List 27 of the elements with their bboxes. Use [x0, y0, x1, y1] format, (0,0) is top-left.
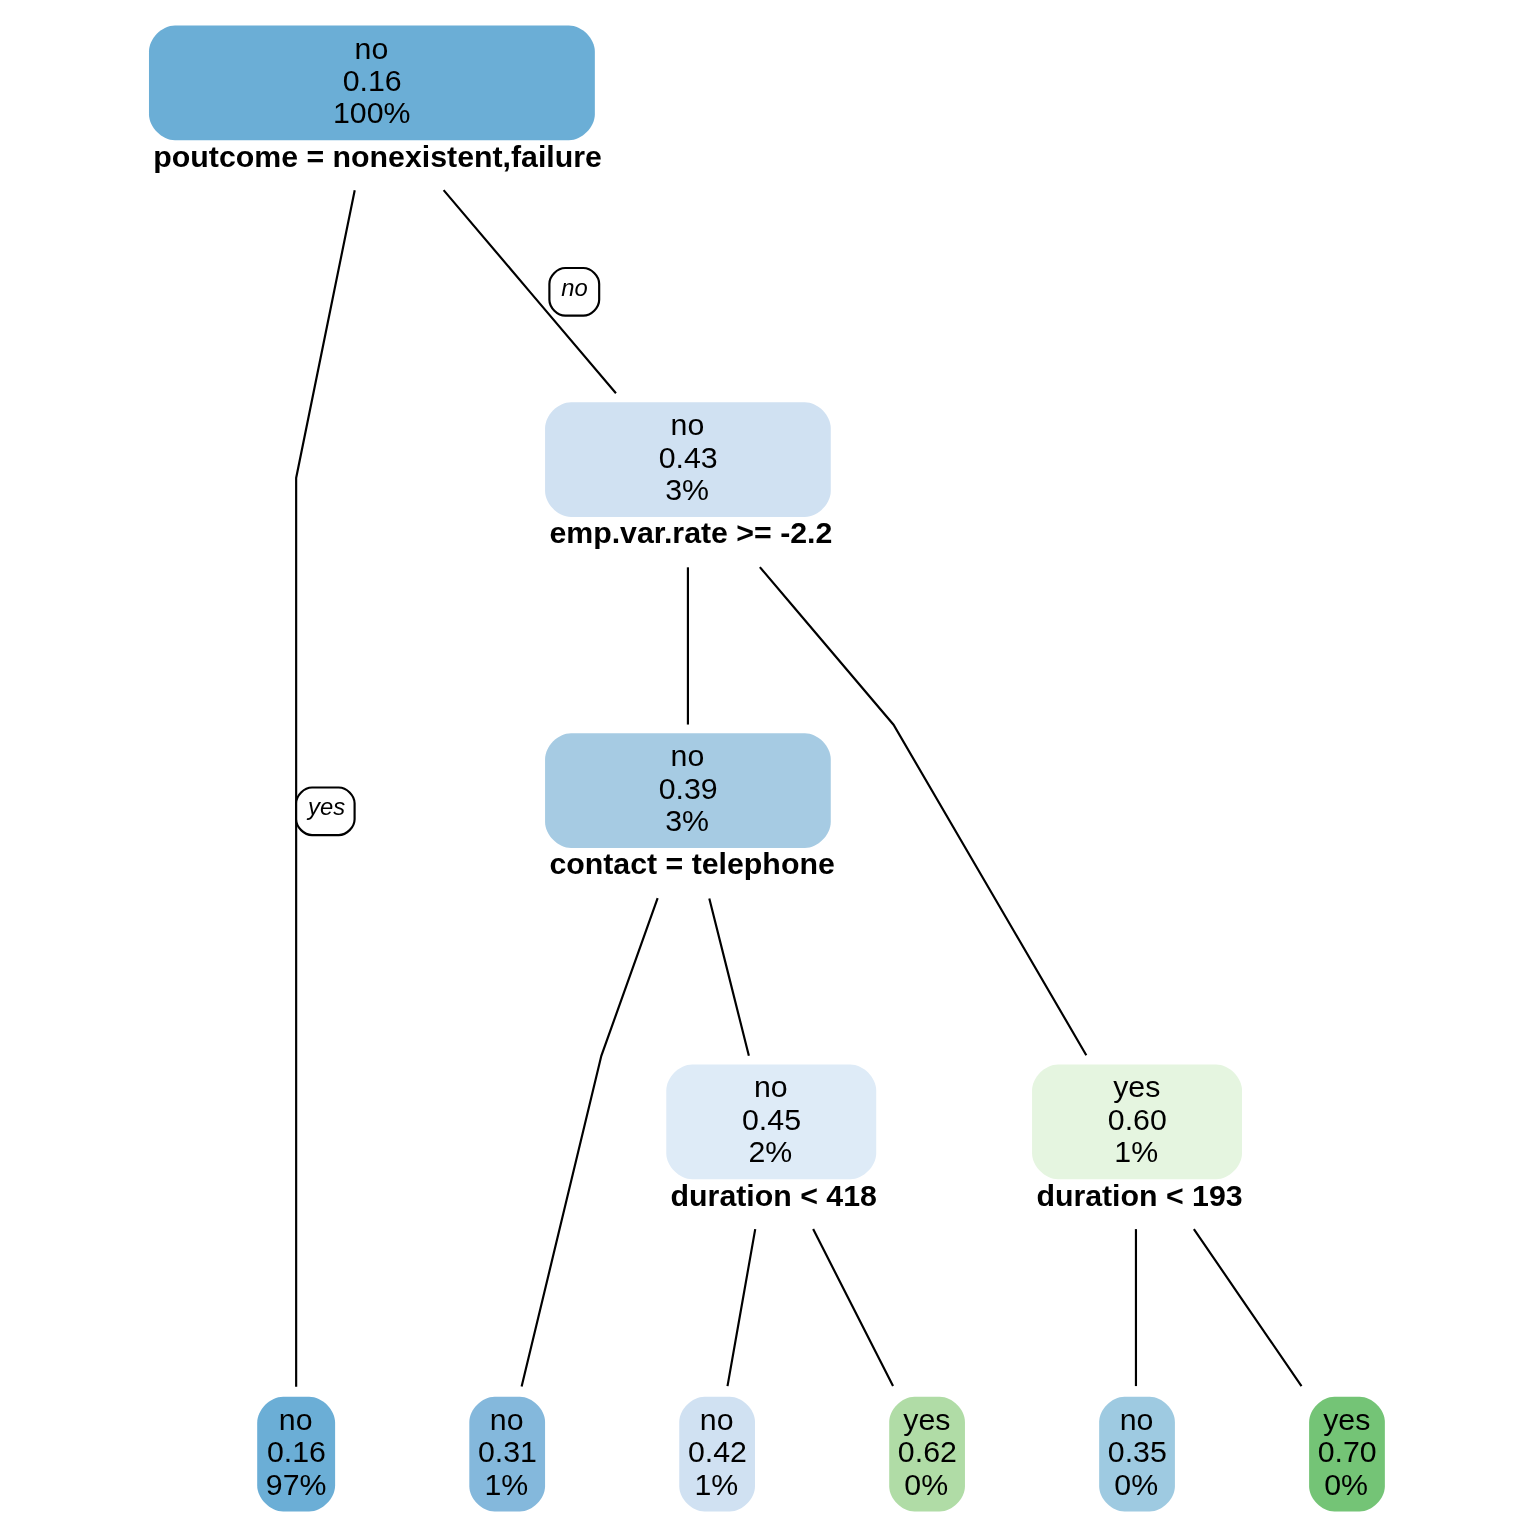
edge-label: no	[561, 273, 588, 301]
node-box: no 0.35 0%	[1099, 1396, 1175, 1512]
node-box: no 0.43 3%	[545, 402, 831, 517]
node-box: no 0.39 3%	[545, 733, 831, 849]
connector	[759, 566, 1088, 1056]
node-box: no 0.31 1%	[469, 1396, 546, 1512]
node-box: no 0.42 1%	[679, 1396, 755, 1512]
edge-label: yes	[308, 793, 346, 821]
node-label: emp.var.rate >= -2.2	[549, 516, 833, 550]
node-label: duration < 193	[1036, 1178, 1243, 1212]
connector	[442, 189, 617, 394]
node-box: yes 0.62 0%	[889, 1396, 965, 1512]
connector	[686, 567, 689, 725]
node-box: no 0.16 97%	[257, 1396, 336, 1512]
connector	[1192, 1228, 1303, 1387]
connector	[708, 898, 750, 1056]
connector	[520, 897, 659, 1387]
connector	[726, 1228, 757, 1387]
node-label: contact = telephone	[549, 847, 835, 881]
connector	[812, 1228, 894, 1387]
node-box: yes 0.60 1%	[1032, 1064, 1242, 1180]
node-box: no 0.45 2%	[666, 1064, 877, 1180]
node-label: duration < 418	[670, 1178, 877, 1212]
node-box: no 0.16 100%	[148, 25, 595, 141]
connector	[1134, 1229, 1138, 1387]
node-box: yes 0.70 0%	[1309, 1396, 1385, 1512]
node-label: poutcome = nonexistent,failure	[153, 139, 602, 173]
